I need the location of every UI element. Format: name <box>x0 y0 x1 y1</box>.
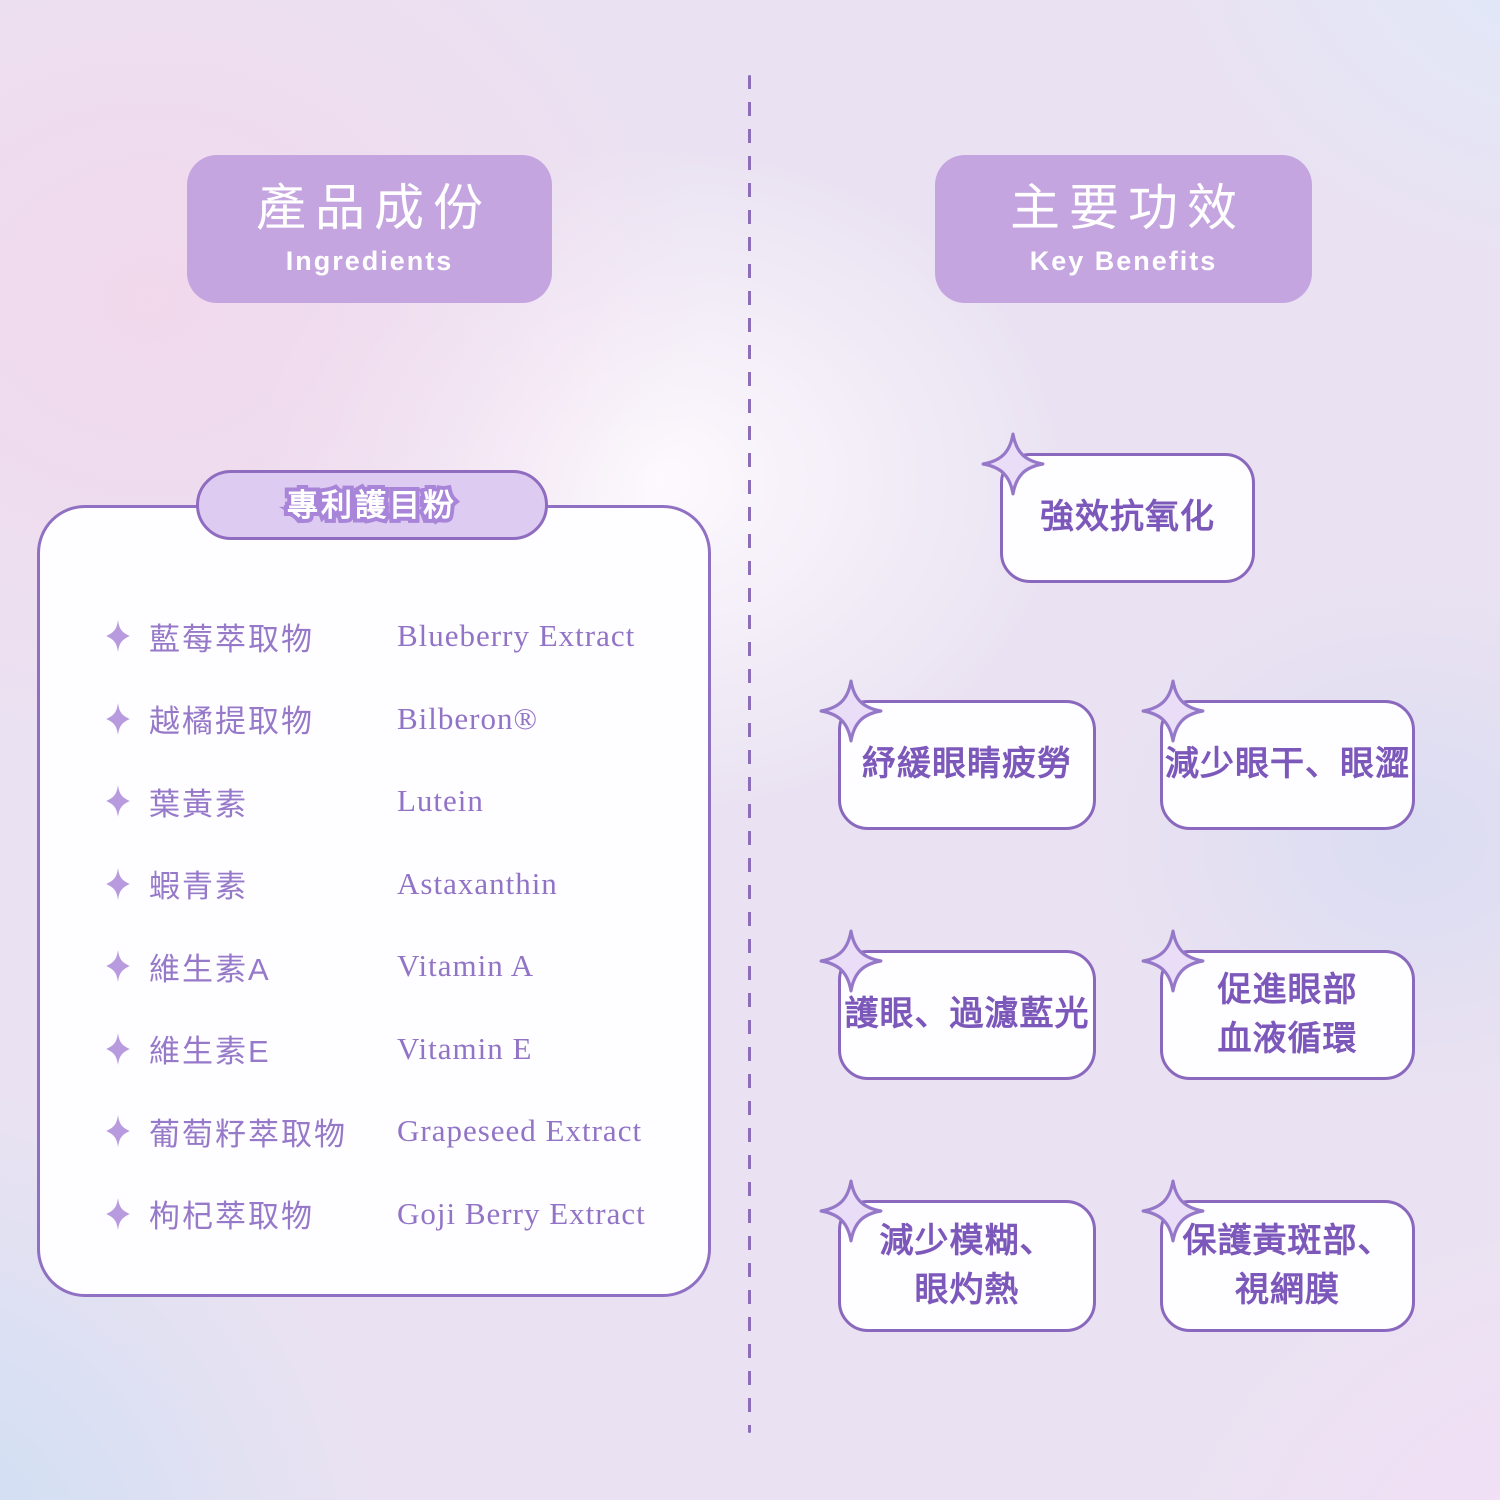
list-item: 藍莓萃取物 Blueberry Extract <box>105 595 675 678</box>
sparkle-icon <box>819 679 883 743</box>
four-pointed-star-icon <box>105 784 135 818</box>
four-pointed-star-icon <box>105 702 135 736</box>
list-item: 枸杞萃取物 Goji Berry Extract <box>105 1173 675 1256</box>
sparkle-icon <box>981 432 1045 496</box>
benefit-box-blue-light: 護眼、過濾藍光 <box>819 929 1096 1080</box>
benefit-label: 減少模糊、 眼灼熱 <box>879 1221 1055 1309</box>
four-pointed-star-icon <box>105 1114 135 1148</box>
list-item: 維生素A Vitamin A <box>105 925 675 1008</box>
patented-powder-pill: 專利護目粉 專利護目粉 <box>196 470 548 540</box>
four-pointed-star-icon <box>105 619 135 653</box>
benefit-box-eye-fatigue: 紓緩眼睛疲勞 <box>819 679 1096 830</box>
four-pointed-star-icon <box>105 949 135 983</box>
four-pointed-star-icon <box>105 1032 135 1066</box>
patented-powder-label-outline: 專利護目粉 <box>283 486 458 525</box>
ingredient-name-en: Lutein <box>397 783 484 819</box>
ingredient-name-zh: 葡萄籽萃取物 <box>149 1116 347 1152</box>
ingredient-name-zh: 越橘提取物 <box>149 704 314 740</box>
benefit-label: 保護黃斑部、 視網膜 <box>1182 1221 1393 1309</box>
ingredient-name-en: Astaxanthin <box>397 865 558 901</box>
benefit-label: 護眼、過濾藍光 <box>844 995 1090 1034</box>
ingredient-name-en: Vitamin E <box>397 1030 533 1066</box>
benefit-box-macula-retina: 保護黃斑部、 視網膜 <box>1141 1179 1415 1332</box>
ingredient-name-zh: 枸杞萃取物 <box>149 1199 314 1235</box>
benefits-subtitle: Key Benefits <box>1029 246 1218 276</box>
benefit-box-antioxidant: 強效抗氧化 <box>981 432 1255 583</box>
ingredient-name-zh: 葉黃素 <box>149 786 248 822</box>
ingredient-name-en: Goji Berry Extract <box>397 1195 646 1231</box>
list-item: 葉黃素 Lutein <box>105 760 675 843</box>
column-divider <box>748 75 751 1433</box>
list-item: 維生素E Vitamin E <box>105 1008 675 1091</box>
benefit-label: 促進眼部 血液循環 <box>1217 970 1358 1058</box>
four-pointed-star-icon <box>105 867 135 901</box>
ingredient-name-zh: 維生素E <box>149 1034 271 1070</box>
four-pointed-star-icon <box>105 1197 135 1231</box>
patented-powder-label: 專利護目粉 <box>287 487 457 523</box>
ingredients-title: 產品成份 <box>256 180 492 236</box>
sparkle-icon <box>819 1179 883 1243</box>
benefit-label: 紓緩眼睛疲勞 <box>862 745 1072 784</box>
benefits-title: 主要功效 <box>1010 180 1246 236</box>
ingredient-name-zh: 藍莓萃取物 <box>149 621 314 657</box>
benefit-label: 強效抗氧化 <box>1040 498 1215 537</box>
sparkle-icon <box>1141 679 1205 743</box>
list-item: 葡萄籽萃取物 Grapeseed Extract <box>105 1090 675 1173</box>
ingredient-name-en: Bilberon® <box>397 700 539 736</box>
ingredients-panel <box>37 505 711 1297</box>
ingredient-list: 藍莓萃取物 Blueberry Extract 越橘提取物 Bilberon® … <box>105 595 675 1255</box>
ingredient-name-en: Blueberry Extract <box>397 618 636 654</box>
ingredient-name-zh: 維生素A <box>149 951 271 987</box>
benefit-label: 減少眼干、眼澀 <box>1165 745 1410 784</box>
benefit-box-blood-circulation: 促進眼部 血液循環 <box>1141 929 1415 1080</box>
ingredients-subtitle: Ingredients <box>285 246 454 276</box>
ingredient-name-en: Grapeseed Extract <box>397 1113 643 1149</box>
ingredient-name-zh: 蝦青素 <box>149 869 248 905</box>
sparkle-icon <box>1141 929 1205 993</box>
ingredients-header: 產品成份 Ingredients <box>187 155 552 303</box>
list-item: 蝦青素 Astaxanthin <box>105 843 675 926</box>
benefits-header: 主要功效 Key Benefits <box>935 155 1312 303</box>
list-item: 越橘提取物 Bilberon® <box>105 678 675 761</box>
sparkle-icon <box>1141 1179 1205 1243</box>
benefit-box-blur-burning: 減少模糊、 眼灼熱 <box>819 1179 1096 1332</box>
benefit-box-dry-eyes: 減少眼干、眼澀 <box>1141 679 1415 830</box>
sparkle-icon <box>819 929 883 993</box>
ingredient-name-en: Vitamin A <box>397 948 535 984</box>
